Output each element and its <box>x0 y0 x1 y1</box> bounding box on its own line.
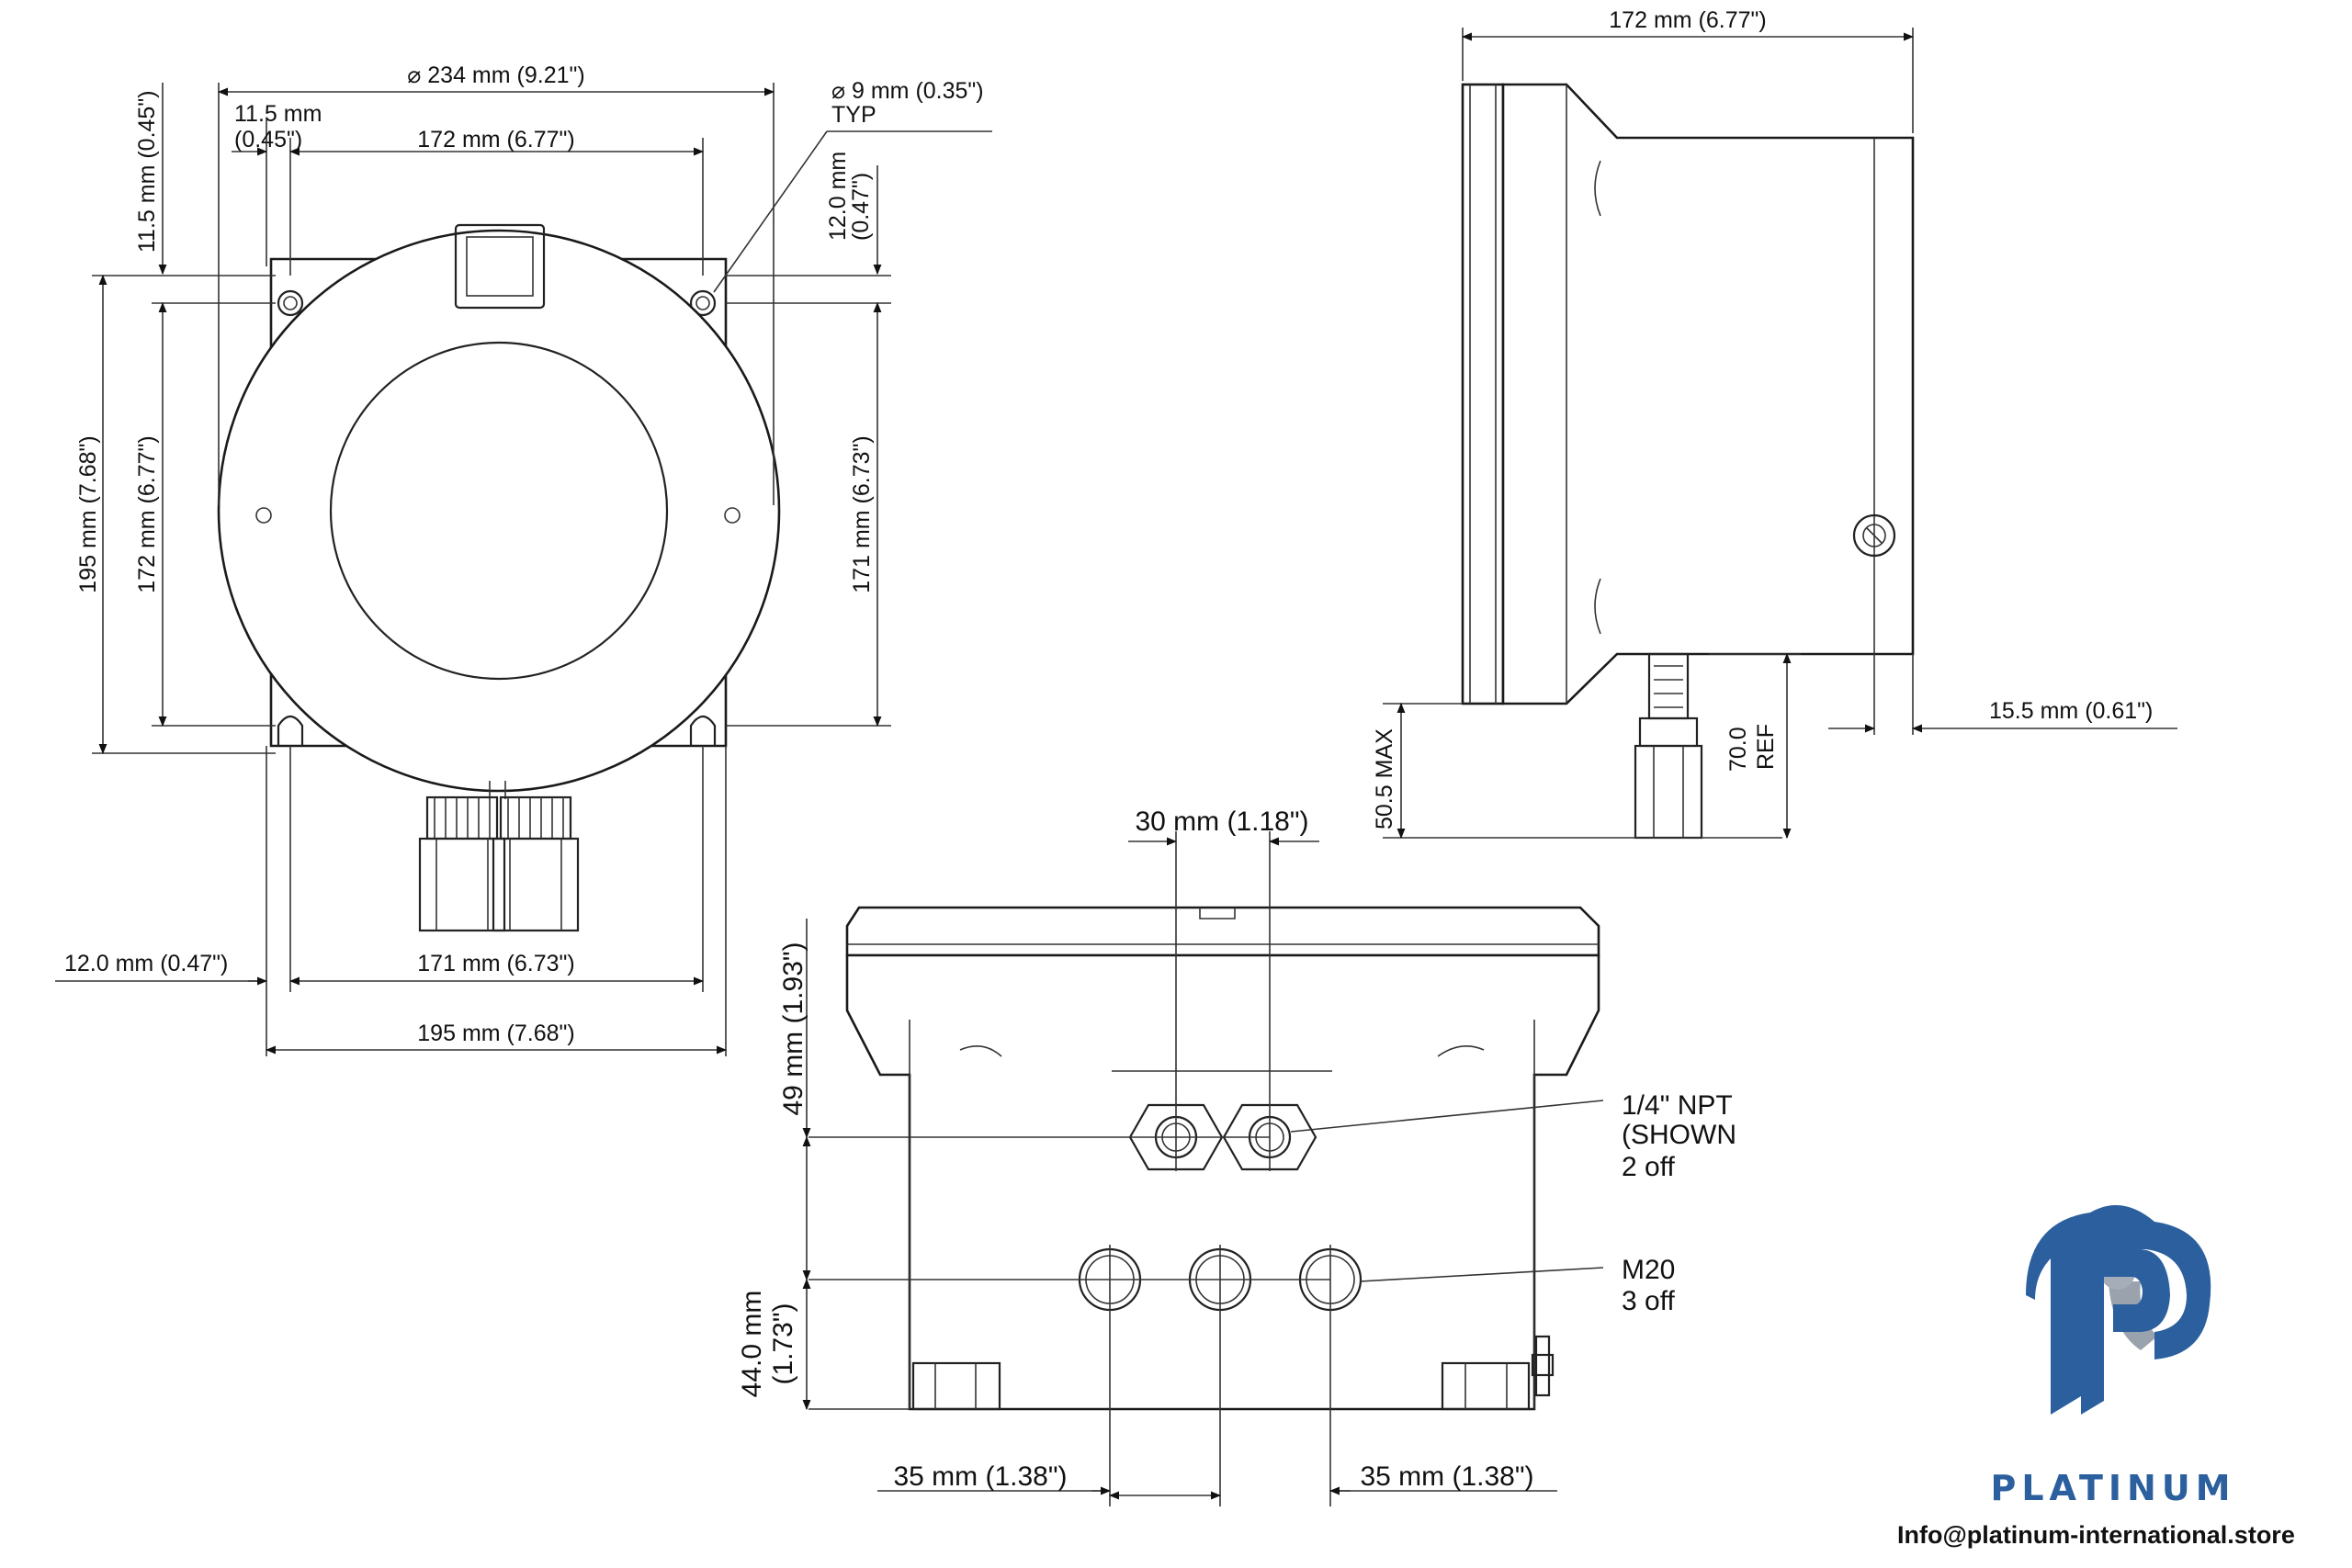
dim-offset-top-left: 11.5 mm (0.45") <box>134 90 160 253</box>
dim-offset-right-mm: 12.0 mm <box>825 152 851 241</box>
dim-hole-size: ⌀ 9 mm (0.35") <box>831 78 984 104</box>
dim-fitting-height: 50.5 MAX <box>1372 728 1397 829</box>
housing-outer-circle <box>217 229 781 793</box>
side-fitting <box>1634 652 1703 840</box>
dim-spacing-right: 35 mm (1.38") <box>1360 1461 1533 1492</box>
dim-height-bottom-in: (1.73") <box>768 1303 798 1384</box>
base-body <box>845 953 1600 1411</box>
dim-height-right: 171 mm (6.73") <box>849 435 875 592</box>
screw-left-icon <box>255 507 272 524</box>
dim-offset: 15.5 mm (0.61") <box>1989 698 2153 724</box>
mounting-slot-bottom-right <box>689 715 717 746</box>
npt-label-line-1: 1/4" NPT <box>1622 1090 1733 1121</box>
dim-depth: 172 mm (6.77") <box>1609 7 1766 33</box>
bottom-view: 30 mm (1.18") 49 mm (1.93") 44.0 mm (1.7… <box>737 807 1736 1506</box>
dim-height-bottom-mm: 44.0 mm <box>737 1291 767 1398</box>
front-bezel <box>1461 83 1505 705</box>
dim-offset-left-in: (0.45") <box>234 127 302 152</box>
side-housing <box>1501 83 1915 705</box>
mounting-slot-bottom-left <box>277 715 304 746</box>
ground-stud-icon <box>1531 1335 1555 1397</box>
dim-spacing-left: 35 mm (1.38") <box>893 1461 1067 1492</box>
mounting-hole-top-left <box>277 289 304 317</box>
dim-bottom-offset: 12.0 mm (0.47") <box>64 951 228 976</box>
lid <box>845 906 1600 957</box>
platinum-logo <box>2026 1205 2211 1415</box>
ground-screw-icon <box>1852 513 1896 558</box>
mounting-hole-top-right <box>689 289 717 317</box>
dim-ref-value: 70.0 <box>1725 727 1751 772</box>
dim-hole-spacing-top: 172 mm (6.77") <box>417 127 574 152</box>
brand-name: PLATINUM <box>1990 1468 2235 1508</box>
dim-offset-left: 11.5 mm <box>234 101 322 127</box>
dim-port-spacing: 30 mm (1.18") <box>1135 807 1308 837</box>
dim-bottom-overall: 195 mm (7.68") <box>417 1021 574 1046</box>
m20-label-line-1: M20 <box>1622 1255 1675 1285</box>
dim-height-top: 49 mm (1.93") <box>778 942 808 1115</box>
window-circle <box>329 341 669 681</box>
front-view: ⌀ 234 mm (9.21") 11.5 mm (0.45") 172 mm … <box>55 62 992 1056</box>
dim-ref-label: REF <box>1753 724 1779 770</box>
indicator-window <box>454 223 546 310</box>
dim-overall-width: ⌀ 234 mm (9.21") <box>407 62 584 88</box>
npt-label-line-2: (SHOWN <box>1622 1120 1736 1150</box>
dim-height-overall: 195 mm (7.68") <box>75 435 101 592</box>
side-view: 172 mm (6.77") 15.5 mm (0.61") 50.5 MAX … <box>1372 7 2177 840</box>
cable-gland-right <box>492 795 580 932</box>
m20-label-line-2: 3 off <box>1622 1286 1675 1316</box>
dim-bottom-holes: 171 mm (6.73") <box>417 951 574 976</box>
dim-offset-right-in: (0.47") <box>848 173 874 241</box>
dim-hole-size-typ: TYP <box>831 102 876 128</box>
contact-email: Info@platinum-international.store <box>1897 1521 2295 1549</box>
dim-height-holes: 172 mm (6.77") <box>134 435 160 592</box>
npt-label-line-3: 2 off <box>1622 1152 1675 1182</box>
screw-right-icon <box>724 507 741 524</box>
cable-gland-left <box>418 795 506 932</box>
